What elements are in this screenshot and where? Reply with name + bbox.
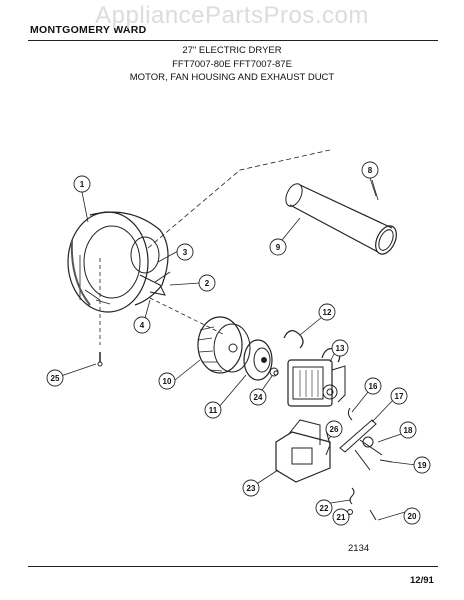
footer-rule [28,566,438,567]
callout-8: 8 [368,166,373,175]
callout-21: 21 [337,513,346,522]
diagram-code: 2134 [348,543,370,554]
revision-date: 12/91 [410,575,434,586]
callout-9: 9 [276,243,281,252]
callout-25: 25 [51,374,60,383]
callout-11: 11 [209,406,218,415]
fan-housing [67,211,169,313]
callout-2: 2 [205,279,210,288]
callout-12: 12 [323,308,332,317]
drive-motor [287,359,346,407]
callout-22: 22 [320,504,329,513]
callout-26: 26 [330,425,339,434]
callout-24: 24 [254,393,263,402]
blower-wheel [197,316,251,374]
callout-18: 18 [404,426,413,435]
exhaust-duct [285,183,397,255]
callout-10: 10 [163,377,172,386]
callout-23: 23 [247,484,256,493]
idler-pulley [243,339,273,381]
callout-3: 3 [183,248,188,257]
callout-labels: 1 2 3 4 8 9 10 11 12 13 16 17 18 19 20 2… [46,161,431,526]
idler-arm [339,419,383,471]
motor-mount [275,419,331,483]
callout-13: 13 [336,344,345,353]
title-line-2: FFT7007-80E FFT7007-87E [172,58,292,70]
callout-17: 17 [395,392,404,401]
brand-header: MONTGOMERY WARD [30,24,147,36]
title-line-3: MOTOR, FAN HOUSING AND EXHAUST DUCT [129,72,335,83]
callout-19: 19 [418,461,427,470]
title-block: 27" ELECTRIC DRYER FFT7007-80E FFT7007-8… [0,44,464,85]
callout-1: 1 [80,180,85,189]
callout-20: 20 [408,512,417,521]
title-line-1: 27" ELECTRIC DRYER [182,45,282,56]
header-rule [28,40,438,41]
watermark: AppliancePartsPros.com [95,2,369,29]
callout-16: 16 [369,382,378,391]
callout-4: 4 [140,321,145,330]
